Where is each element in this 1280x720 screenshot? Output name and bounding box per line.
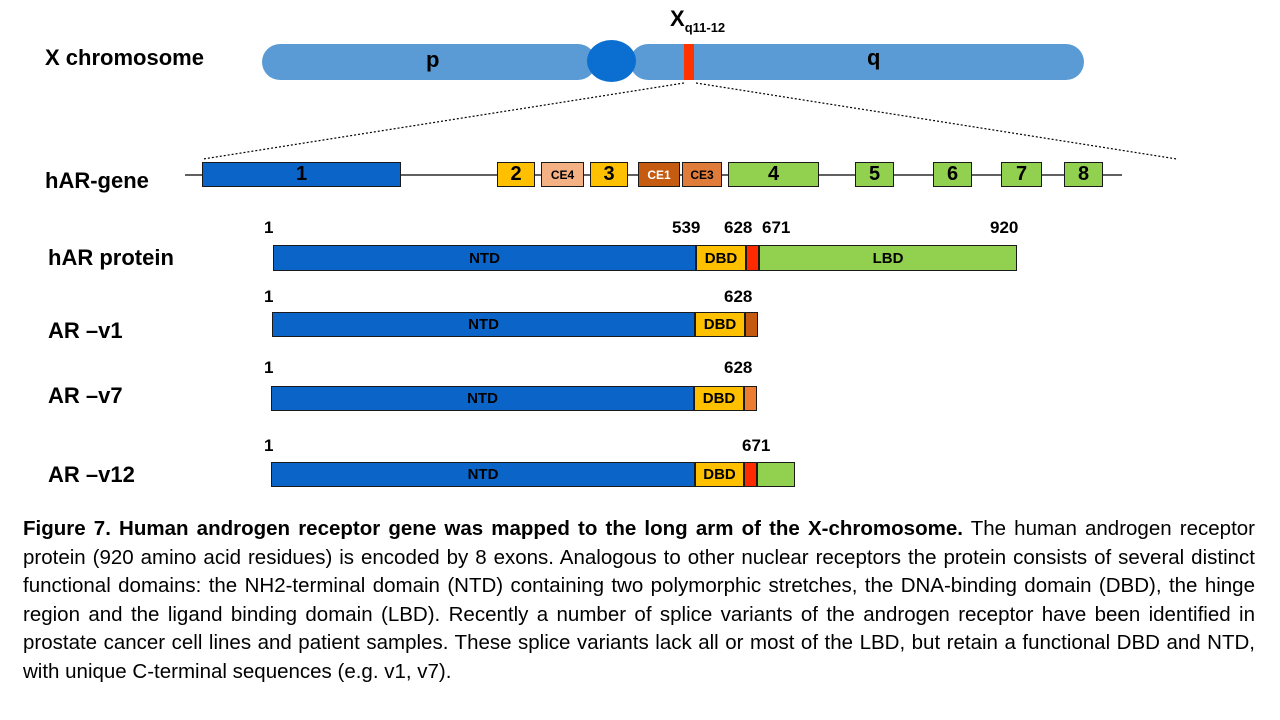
protein-label-ar-v1: AR –v1 (48, 318, 123, 343)
figure-caption: Figure 7. Human androgen receptor gene w… (23, 515, 1255, 687)
band-label: Xq11-12 (670, 6, 726, 35)
exon-6: 6 (933, 162, 972, 187)
exon-ce3: CE3 (682, 162, 722, 187)
caption-title: Figure 7. Human androgen receptor gene w… (23, 517, 963, 540)
protein-label-har-protein: hAR protein (48, 245, 174, 270)
centromere (587, 40, 636, 82)
q-arm-label: q (867, 45, 881, 70)
domain-ntd: NTD (271, 386, 694, 411)
domain-dbd: DBD (695, 312, 745, 337)
band-marker (684, 44, 694, 80)
chromosome-label: X chromosome (45, 45, 204, 70)
position-label: 628 (724, 218, 753, 237)
position-label: 1 (264, 287, 274, 306)
position-label: 671 (742, 436, 771, 455)
domain-segment (746, 245, 759, 271)
exon-7: 7 (1001, 162, 1042, 187)
position-label: 539 (672, 218, 701, 237)
p-arm-label: p (426, 47, 440, 72)
exon-8: 8 (1064, 162, 1103, 187)
gene-label: hAR-gene (45, 168, 149, 193)
position-label: 628 (724, 358, 753, 377)
exon-ce1: CE1 (638, 162, 680, 187)
domain-lbd: LBD (759, 245, 1017, 271)
domain-ntd: NTD (272, 312, 695, 337)
chromosome-q-arm (630, 44, 1084, 80)
exon-5: 5 (855, 162, 894, 187)
chromosome-p-arm (262, 44, 596, 80)
domain-segment (744, 386, 757, 411)
exon-3: 3 (590, 162, 628, 187)
position-label: 628 (724, 287, 753, 306)
band-label-base: X (670, 6, 685, 31)
position-label: 1 (264, 218, 274, 237)
protein-label-ar-v7: AR –v7 (48, 383, 123, 408)
domain-dbd: DBD (696, 245, 746, 271)
band-label-sub: q11-12 (684, 20, 726, 35)
domain-segment (744, 462, 757, 487)
caption-body: The human androgen receptor protein (920… (23, 517, 1255, 683)
position-label: 1 (264, 358, 274, 377)
domain-ntd: NTD (271, 462, 695, 487)
domain-ntd: NTD (273, 245, 696, 271)
position-label: 1 (264, 436, 274, 455)
exon-4: 4 (728, 162, 819, 187)
domain-dbd: DBD (695, 462, 744, 487)
protein-label-ar-v12: AR –v12 (48, 462, 135, 487)
exon-1: 1 (202, 162, 401, 187)
zoom-line-right (695, 82, 1178, 160)
position-label: 671 (762, 218, 791, 237)
domain-segment (757, 462, 795, 487)
exon-2: 2 (497, 162, 535, 187)
position-label: 920 (990, 218, 1019, 237)
zoom-line-left (202, 82, 685, 160)
domain-dbd: DBD (694, 386, 744, 411)
exon-ce4: CE4 (541, 162, 584, 187)
domain-segment (745, 312, 758, 337)
